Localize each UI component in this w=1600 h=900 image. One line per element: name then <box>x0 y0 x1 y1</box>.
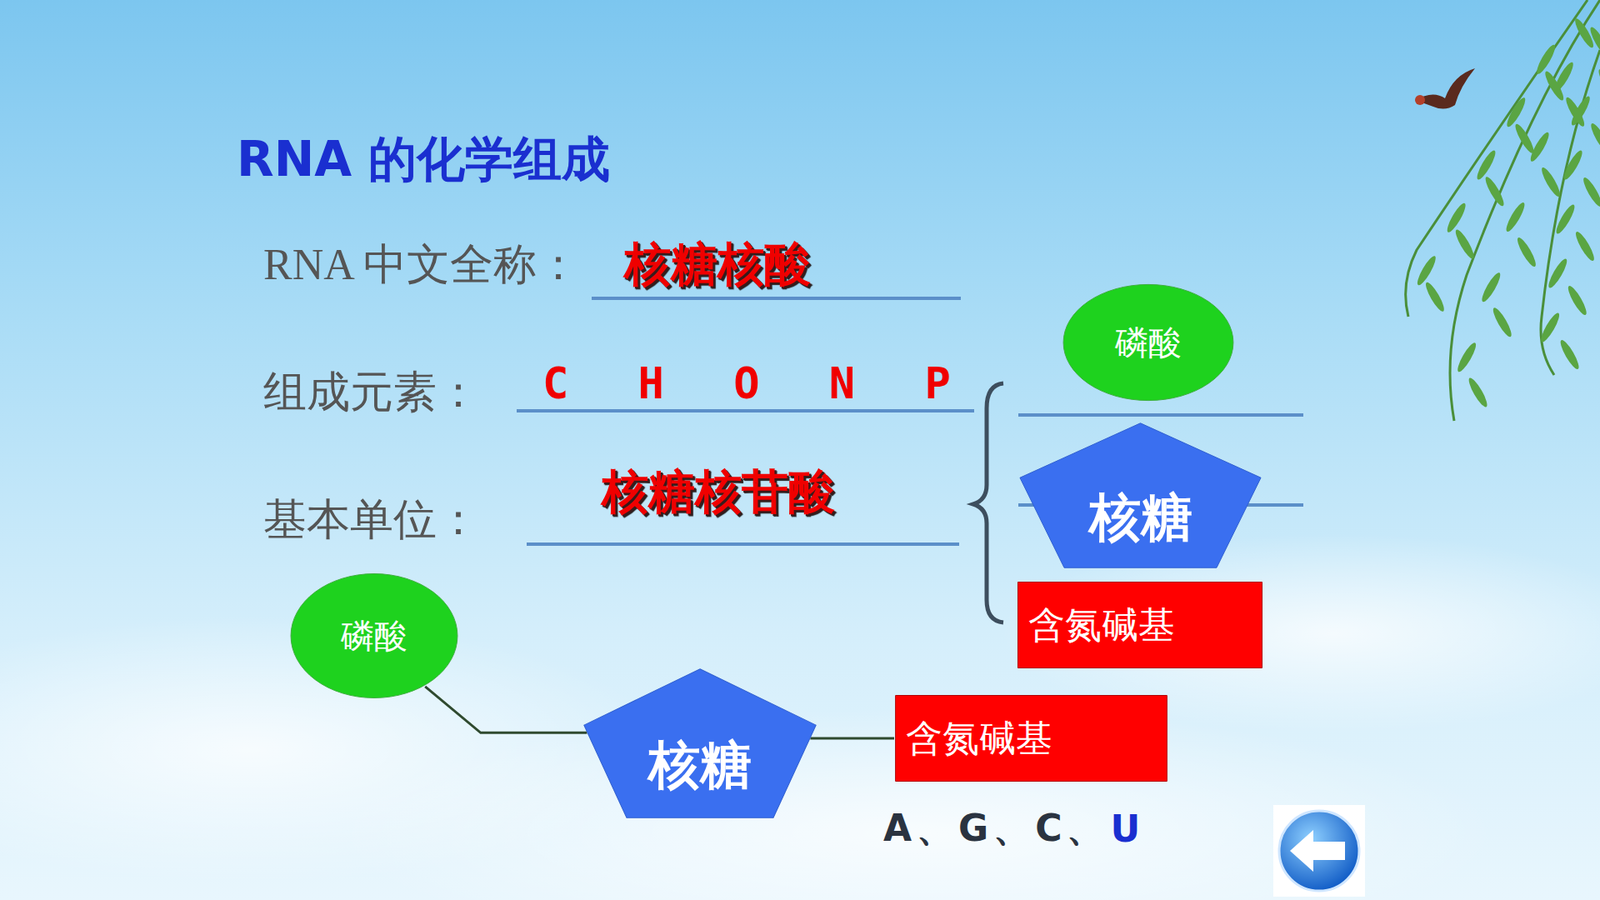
back-button <box>1273 805 1365 897</box>
base-letter-uracil: U <box>1110 807 1140 850</box>
curly-brace <box>973 383 1004 623</box>
ribose-pentagon-fill <box>1020 423 1261 568</box>
blank-underline <box>1018 413 1304 417</box>
prompt-label: RNA 中文全称： <box>263 235 580 295</box>
node-text: 磷酸 <box>340 613 408 660</box>
prompt-label: 组成元素： <box>263 363 480 422</box>
slide-title: RNA 的化学组成 <box>236 127 610 193</box>
ribose-pentagon: 核糖 <box>1017 421 1264 570</box>
ribose-pentagon: 核糖 <box>581 667 819 820</box>
blank-underline <box>526 542 960 546</box>
node-text: 核糖 <box>648 730 752 800</box>
phosphate-ellipse: 磷酸 <box>1061 283 1235 402</box>
node-text: 含氮碱基 <box>1028 600 1175 650</box>
answer-text: 核糖核苷酸 <box>601 460 835 525</box>
willow-leaves <box>1415 16 1600 410</box>
blank-underline <box>591 296 961 300</box>
base-letters: A、G、C、 <box>883 804 1109 854</box>
swallow-bird <box>1415 68 1475 110</box>
phosphate-ellipse: 磷酸 <box>289 572 460 700</box>
phosphate-ellipse-fill <box>290 574 458 699</box>
prompt-label: 基本单位： <box>263 490 480 550</box>
node-text: 含氮碱基 <box>905 714 1053 764</box>
willow-branches <box>1405 0 1600 421</box>
answer-text: 核糖核酸 <box>624 233 811 297</box>
connector-line <box>425 686 587 734</box>
node-text: 核糖 <box>1089 482 1193 553</box>
base-box: 含氮碱基 <box>894 695 1169 782</box>
base-box: 含氮碱基 <box>1016 581 1264 669</box>
phosphate-ellipse-fill <box>1063 284 1234 400</box>
base-box-fill <box>895 695 1168 782</box>
connector-line <box>810 737 895 740</box>
node-text: 磷酸 <box>1115 320 1182 366</box>
ribose-pentagon-fill <box>584 669 816 818</box>
blank-underline <box>516 409 975 413</box>
cloud <box>333 708 1500 900</box>
base-box-fill <box>1017 582 1262 669</box>
element-symbols: C H O N P <box>542 358 973 409</box>
